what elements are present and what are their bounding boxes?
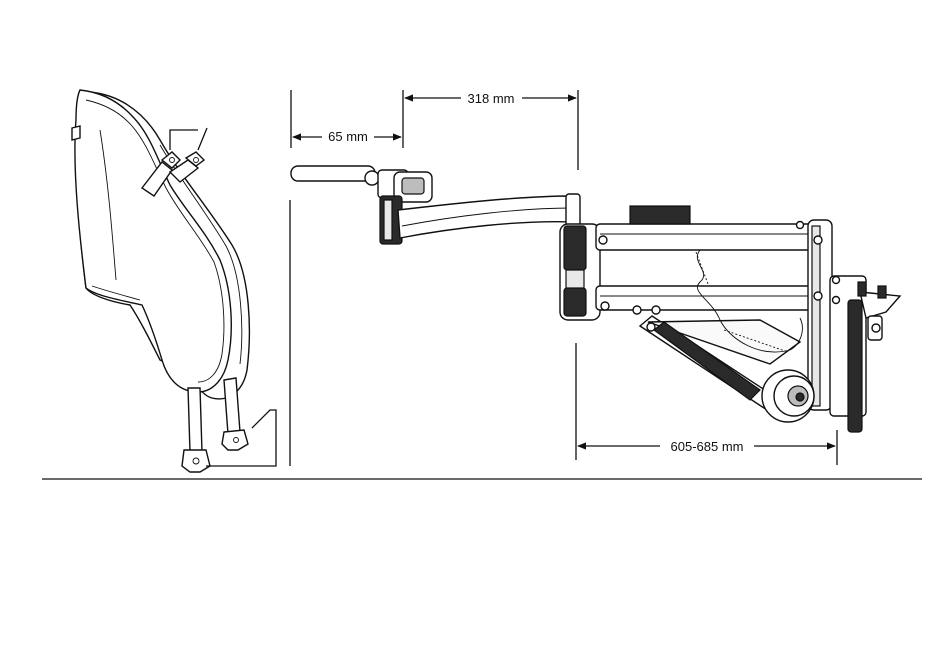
arm-mechanism bbox=[291, 166, 900, 432]
dimension-mount-range-label: 605-685 mm bbox=[671, 439, 744, 454]
dimension-offset-label: 65 mm bbox=[328, 129, 368, 144]
dimension-arm-length-label: 318 mm bbox=[468, 91, 515, 106]
cushion-illustration bbox=[72, 90, 276, 472]
